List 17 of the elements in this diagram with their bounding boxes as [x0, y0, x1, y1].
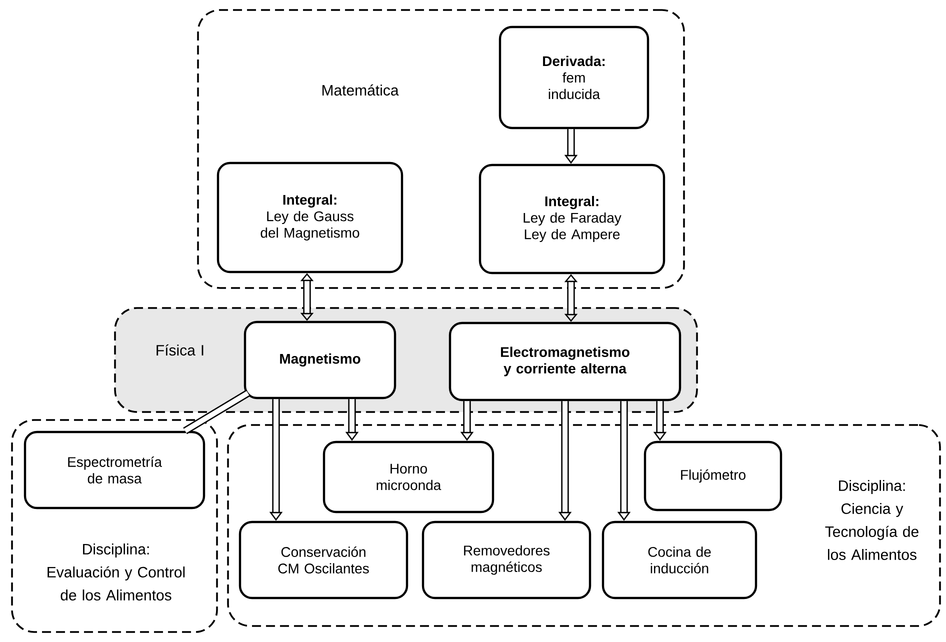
group-label: Disciplina: Ciencia y Tecnología de los Alimentos	[825, 480, 918, 560]
arrow	[300, 273, 314, 321]
process-box: Electromagnetismo y corriente alterna	[448, 322, 682, 402]
group-label: Disciplina: Evaluación y Control de los Alimentos	[48, 543, 185, 600]
process-box: Removedores magnéticos	[422, 520, 592, 600]
process-box: Integral: Ley de Faraday Ley de Ampere	[478, 164, 666, 274]
group-label: Matemática	[322, 84, 399, 96]
process-box: Derivada: fem inducida	[498, 26, 650, 130]
group-label: Física I	[156, 344, 204, 356]
process-box: Cocina de inducción	[602, 520, 758, 600]
process-box: Horno microonda	[322, 440, 494, 514]
process-box: Espectrometría de masa	[24, 430, 206, 510]
process-box: Conservación CM Oscilantes	[238, 520, 408, 600]
process-box: Flujómetro	[644, 440, 782, 512]
arrow	[564, 274, 578, 322]
process-box: Integral: Ley de Gauss del Magnetismo	[216, 162, 404, 274]
process-box: Magnetismo	[244, 320, 396, 400]
